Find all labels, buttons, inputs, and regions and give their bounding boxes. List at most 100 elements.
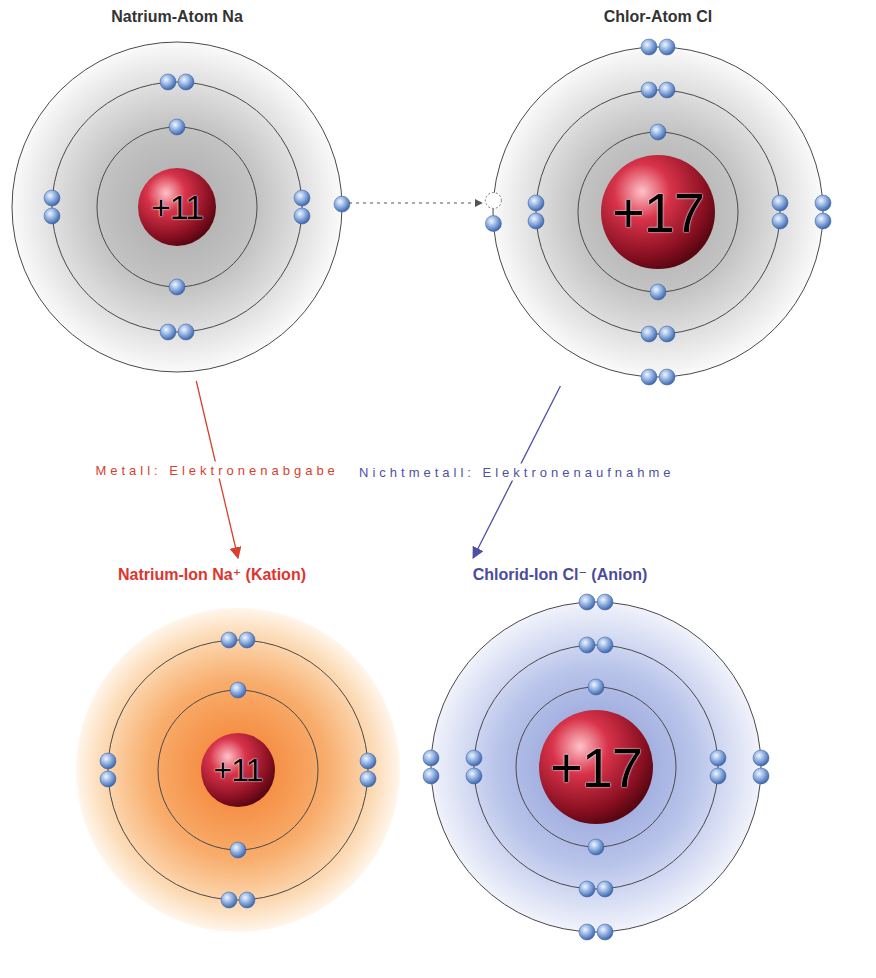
electron (597, 637, 613, 653)
electron (710, 750, 726, 766)
electron (485, 216, 501, 232)
electron (423, 750, 439, 766)
electron-shell (493, 47, 823, 377)
electron-transfer-arrow (349, 202, 482, 203)
electron-cloud (431, 602, 761, 932)
electron-cloud (493, 47, 823, 377)
electron (597, 924, 613, 940)
electron (44, 190, 60, 206)
electron-shell (12, 42, 342, 372)
nuclear-charge: +11 (214, 752, 263, 789)
electron (659, 326, 675, 342)
electron (239, 632, 255, 648)
atomic-nucleus: +17 (600, 154, 716, 270)
electron (221, 892, 237, 908)
electron (772, 195, 788, 211)
electron (641, 326, 657, 342)
electron (160, 74, 176, 90)
electron (579, 637, 595, 653)
electron-shell (431, 602, 761, 932)
electron (230, 842, 246, 858)
electron (650, 284, 666, 300)
electron (772, 213, 788, 229)
electron (169, 279, 185, 295)
electron (160, 324, 176, 340)
electron (659, 82, 675, 98)
electron (641, 82, 657, 98)
electron (597, 881, 613, 897)
electron (360, 753, 376, 769)
atom-circle: Chlor-Atom Cl +17 (492, 6, 824, 378)
electron (294, 190, 310, 206)
nucleus-sphere-shape (138, 168, 216, 246)
edge-label: Nichtmetall: Elektronenaufnahme (356, 464, 678, 481)
ion-circle: Chlorid-Ion Cl⁻ (Anion) +17 (430, 564, 762, 933)
electron (815, 195, 831, 211)
sodium-ion-drawing (76, 608, 400, 932)
electron-cloud (12, 42, 342, 372)
electron (178, 74, 194, 90)
electron (466, 768, 482, 784)
electron-shell (516, 687, 676, 847)
ion-circle: Natrium-Ion Na⁺ (Kation) +11 (74, 564, 402, 934)
electron (466, 750, 482, 766)
electron (753, 750, 769, 766)
electron (641, 369, 657, 385)
electron (230, 682, 246, 698)
nucleus-sphere-shape (601, 155, 715, 269)
electron (221, 632, 237, 648)
electron (334, 196, 350, 212)
atom-circle: Natrium-Atom Na +11 (11, 6, 343, 373)
electron (423, 768, 439, 784)
electron (588, 839, 604, 855)
edge-label: Metall: Elektronenabgabe (92, 461, 341, 478)
atom-heading: Natrium-Ion Na⁺ (Kation) (118, 564, 306, 586)
electron (710, 768, 726, 784)
nucleus-sphere-shape (201, 733, 275, 807)
electron-hole (485, 192, 501, 208)
electron (100, 771, 116, 787)
nucleus-sphere-shape (539, 710, 653, 824)
chlorine-atom-drawing (485, 39, 831, 385)
electron-shell (108, 640, 368, 900)
electron (579, 881, 595, 897)
electron (579, 594, 595, 610)
electron (528, 195, 544, 211)
nuclear-charge: +11 (151, 188, 203, 227)
sodium-atom-drawing (12, 42, 350, 372)
atom-heading: Natrium-Atom Na (111, 6, 243, 28)
nuclear-charge: +17 (612, 180, 704, 245)
electron (100, 753, 116, 769)
electron-shell (578, 132, 738, 292)
electron (597, 594, 613, 610)
electron (239, 892, 255, 908)
electron (579, 924, 595, 940)
electron (44, 208, 60, 224)
electron-shell (52, 82, 302, 332)
electron (169, 119, 185, 135)
electron (659, 39, 675, 55)
atom-heading: Chlor-Atom Cl (604, 6, 712, 28)
atomic-nucleus: +11 (200, 732, 276, 808)
electron (650, 124, 666, 140)
electron (588, 679, 604, 695)
electron-shell (474, 645, 718, 889)
electron (528, 213, 544, 229)
electron-shell (97, 127, 257, 287)
electron (360, 771, 376, 787)
electron-shell (158, 690, 318, 850)
atom-heading: Chlorid-Ion Cl⁻ (Anion) (473, 564, 648, 586)
electron (641, 39, 657, 55)
atomic-nucleus: +11 (137, 167, 217, 247)
electron (178, 324, 194, 340)
electron (659, 369, 675, 385)
electron-shell (536, 90, 780, 334)
electron (753, 768, 769, 784)
chloride-ion-drawing (423, 594, 769, 940)
atomic-nucleus: +17 (538, 709, 654, 825)
electron-cloud (76, 608, 400, 932)
electron (815, 213, 831, 229)
